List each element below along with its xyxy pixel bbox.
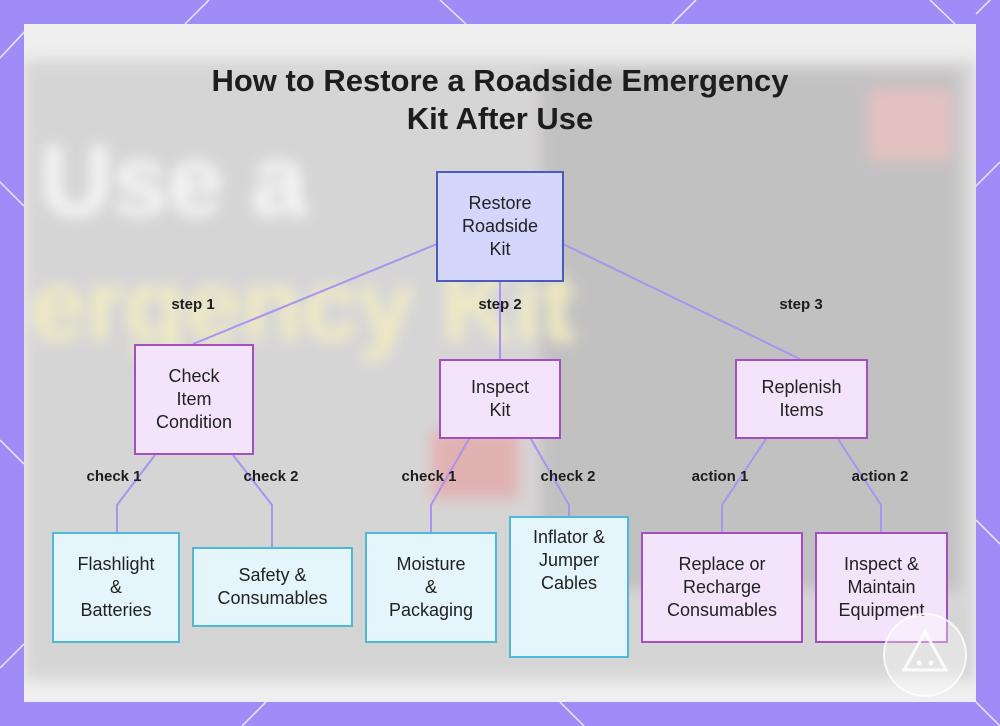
title-line-2: Kit After Use (406, 101, 594, 136)
edge-root-replenish (562, 243, 801, 360)
edge-label-action-1: action 1 (691, 468, 749, 485)
edge-replenish-maintain (837, 438, 882, 532)
node-restore-roadside-kit: Restore Roadside Kit (436, 171, 564, 282)
edge-label-check-1-a: check 1 (86, 468, 142, 485)
edge-inspect-inflator (530, 438, 570, 516)
edge-label-action-2: action 2 (851, 468, 909, 485)
watermark-logo-icon (883, 613, 967, 697)
bg-text-line-1: Use a (40, 125, 308, 237)
edge-label-check-2-b: check 2 (540, 468, 596, 485)
edge-root-check (192, 243, 438, 345)
node-replenish-items: Replenish Items (735, 359, 868, 439)
edge-inspect-moisture (430, 438, 470, 532)
edge-label-check-2-a: check 2 (243, 468, 299, 485)
edge-label-step-2: step 2 (478, 296, 522, 313)
node-moisture-packaging: Moisture & Packaging (365, 532, 497, 643)
edge-check-flashlight (116, 454, 156, 532)
node-safety-consumables: Safety & Consumables (192, 547, 353, 627)
title-line-1: How to Restore a Roadside Emergency (211, 63, 789, 98)
node-replace-recharge-consumables: Replace or Recharge Consumables (641, 532, 803, 643)
edge-replenish-replace (721, 438, 767, 532)
node-inspect-kit: Inspect Kit (439, 359, 561, 439)
node-inspect-maintain-equipment: Inspect & Maintain Equipment (815, 532, 948, 643)
node-flashlight-batteries: Flashlight & Batteries (52, 532, 180, 643)
edge-label-check-1-b: check 1 (401, 468, 457, 485)
edge-label-step-3: step 3 (779, 296, 823, 313)
node-check-item-condition: Check Item Condition (134, 344, 254, 455)
page-title: How to Restore a Roadside Emergency Kit … (0, 62, 1000, 138)
edge-check-safety (232, 454, 273, 547)
node-inflator-jumper-cables: Inflator & Jumper Cables (509, 516, 629, 658)
edge-label-step-1: step 1 (171, 296, 215, 313)
